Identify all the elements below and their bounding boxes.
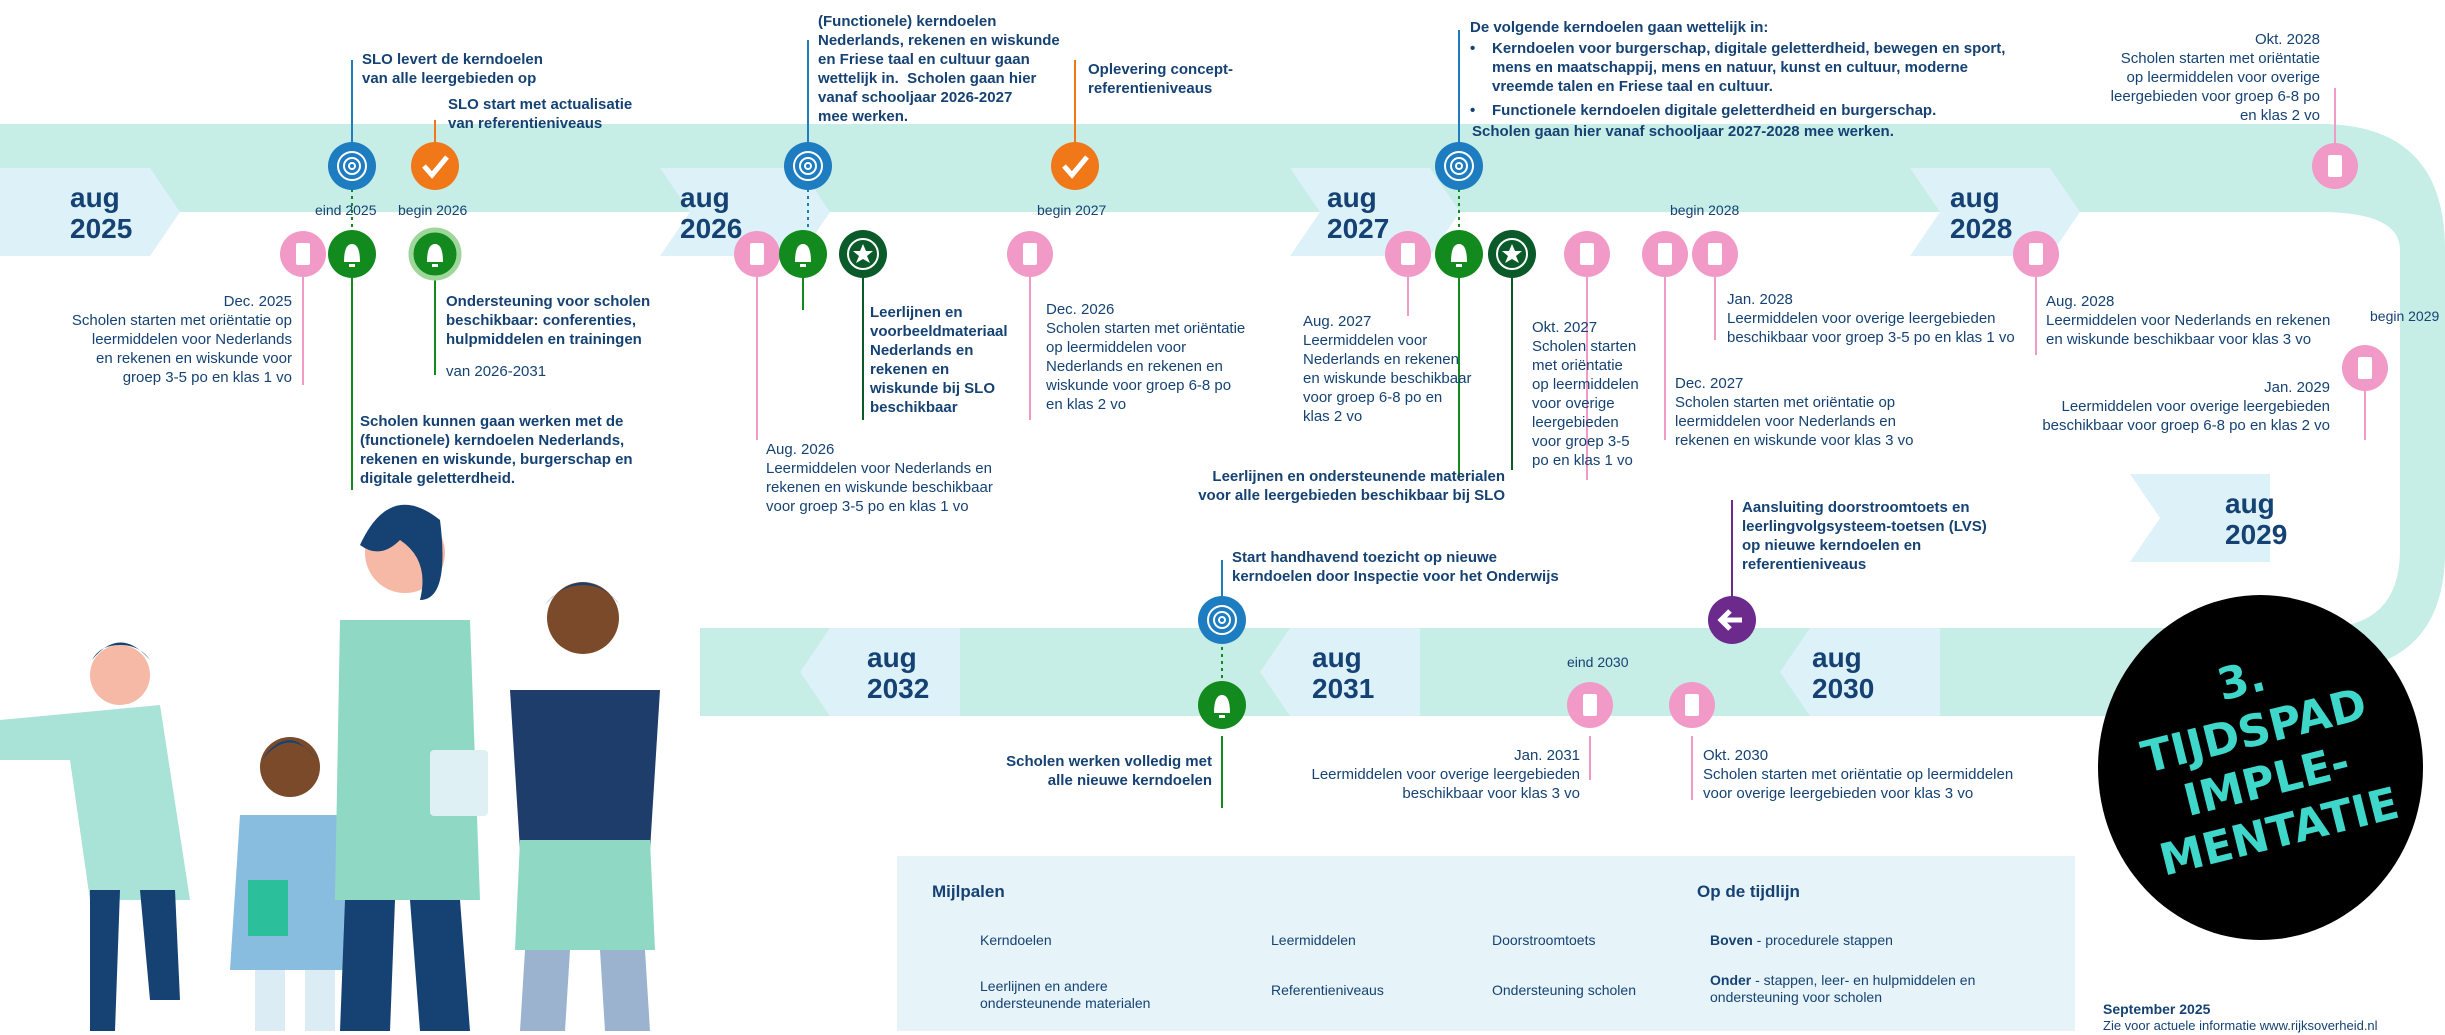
okt-2028-text: Okt. 2028 Scholen starten met oriëntatie…: [2110, 31, 2320, 124]
legend-onder: Onder - stappen, leer- en hulpmiddelen e…: [1710, 972, 1976, 1005]
doorstroomtoets-icon: [1708, 596, 1756, 644]
functionele-kerndoelen-text: (Functionele) kerndoelen Nederlands, rek…: [818, 13, 1060, 125]
ondersteuning-title: Ondersteuning voor scholen beschikbaar: …: [446, 293, 651, 348]
volgende-kerndoelen-title: De volgende kerndoelen gaan wettelijk in…: [1470, 19, 1769, 36]
leerlijnen-alle-text: Leerlijnen en ondersteunende materialen …: [1198, 468, 1505, 504]
aug-2027-text: Aug. 2027 Leermiddelen voor Nederlands e…: [1303, 313, 1472, 425]
footer-info: Zie voor actuele informatie www.rijksove…: [2103, 1018, 2378, 1033]
year-2032: aug 2032: [867, 642, 930, 704]
jan-2029-text: Jan. 2029 Leermiddelen voor overige leer…: [2042, 379, 2330, 434]
scholen-volledig-text: Scholen werken volledig met alle nieuwe …: [1006, 753, 1212, 789]
year-2027: aug 2027: [1327, 182, 1390, 244]
legend: [897, 856, 2075, 1031]
kerndoelen-icon: [328, 142, 1483, 644]
volgende-kerndoelen-item-2: Functionele kerndoelen digitale geletter…: [1492, 102, 1937, 119]
people-illustration: [0, 504, 660, 1031]
aansluiting-text: Aansluiting doorstroomtoets en leerlingv…: [1742, 499, 1987, 573]
legend-kerndoelen: Kerndoelen: [980, 932, 1052, 948]
start-toezicht-text: Start handhavend toezicht op nieuwe kern…: [1232, 549, 1559, 585]
scholen-kunnen-text: Scholen kunnen gaan werken met de (funct…: [360, 413, 633, 487]
dec-2026-text: Dec. 2026 Scholen starten met oriëntatie…: [1046, 301, 1246, 413]
dec-2027-text: Dec. 2027 Scholen starten met oriëntatie…: [1675, 375, 1914, 449]
marker-begin-2029: begin 2029: [2370, 308, 2440, 324]
band-curve: [2320, 124, 2445, 672]
legend-tijdlijn-title: Op de tijdlijn: [1697, 882, 1800, 901]
jan-2028-text: Jan. 2028 Leermiddelen voor overige leer…: [1727, 291, 2015, 346]
volgende-kerndoelen-item-1: Kerndoelen voor burgerschap, digitale ge…: [1492, 40, 2006, 95]
marker-eind-2030: eind 2030: [1567, 654, 1629, 670]
okt-2030-text: Okt. 2030 Scholen starten met oriëntatie…: [1703, 747, 2014, 802]
dec-2025-text: Dec. 2025 Scholen starten met oriëntatie…: [71, 293, 292, 386]
ondersteuning-sub: van 2026-2031: [446, 363, 547, 380]
legend-ondersteuning: Ondersteuning scholen: [1492, 982, 1636, 998]
year-2029: aug 2029: [2225, 488, 2288, 550]
marker-begin-2028: begin 2028: [1670, 202, 1740, 218]
ondersteuning-icon: [328, 227, 1483, 729]
oplevering-text: Oplevering concept- referentieniveaus: [1088, 61, 1234, 97]
aug-2028-text: Aug. 2028 Leermiddelen voor Nederlands e…: [2046, 293, 2331, 348]
legend-leermiddelen: Leermiddelen: [1271, 932, 1356, 948]
tijdspad-badge: 3. TIJDSPAD IMPLE- MENTATIE: [2098, 595, 2423, 940]
volgende-kerndoelen-item-2-bullet: •: [1470, 102, 1476, 119]
legend-doorstroomtoets: Doorstroomtoets: [1492, 932, 1596, 948]
marker-begin-2026: begin 2026: [398, 202, 468, 218]
year-2031: aug 2031: [1312, 642, 1375, 704]
slo-kerndoelen-text: SLO levert de kerndoelen van alle leerge…: [362, 51, 543, 87]
legend-leerlijnen: Leerlijnen en andere ondersteunende mate…: [980, 978, 1151, 1011]
volgende-kerndoelen-item-1-bullet: •: [1470, 40, 1476, 57]
jan-2031-text: Jan. 2031 Leermiddelen voor overige leer…: [1311, 747, 1580, 802]
referentie-icon: [411, 142, 1099, 190]
legend-referentieniveaus: Referentieniveaus: [1271, 982, 1384, 998]
volgende-kerndoelen-footer: Scholen gaan hier vanaf schooljaar 2027-…: [1472, 123, 1894, 140]
legend-mijlpalen-title: Mijlpalen: [932, 882, 1005, 901]
marker-begin-2027: begin 2027: [1037, 202, 1107, 218]
aug-2026-text: Aug. 2026 Leermiddelen voor Nederlands e…: [766, 441, 993, 515]
okt-2027-text: Okt. 2027 Scholen starten met oriëntatie…: [1532, 319, 1639, 469]
footer-date: September 2025: [2103, 1001, 2211, 1017]
year-2026: aug 2026: [680, 182, 743, 244]
year-2030: aug 2030: [1812, 642, 1875, 704]
legend-boven: Boven - procedurele stappen: [1710, 932, 1893, 948]
band-row-2: [700, 628, 2330, 716]
year-2028: aug 2028: [1950, 182, 2013, 244]
marker-eind-2025: eind 2025: [315, 202, 377, 218]
slo-referentie-text: SLO start met actualisatie van referenti…: [448, 96, 633, 132]
year-2025: aug 2025: [70, 182, 133, 244]
leerlijnen-slo-text: Leerlijnen en voorbeeldmateriaal Nederla…: [870, 304, 1008, 416]
